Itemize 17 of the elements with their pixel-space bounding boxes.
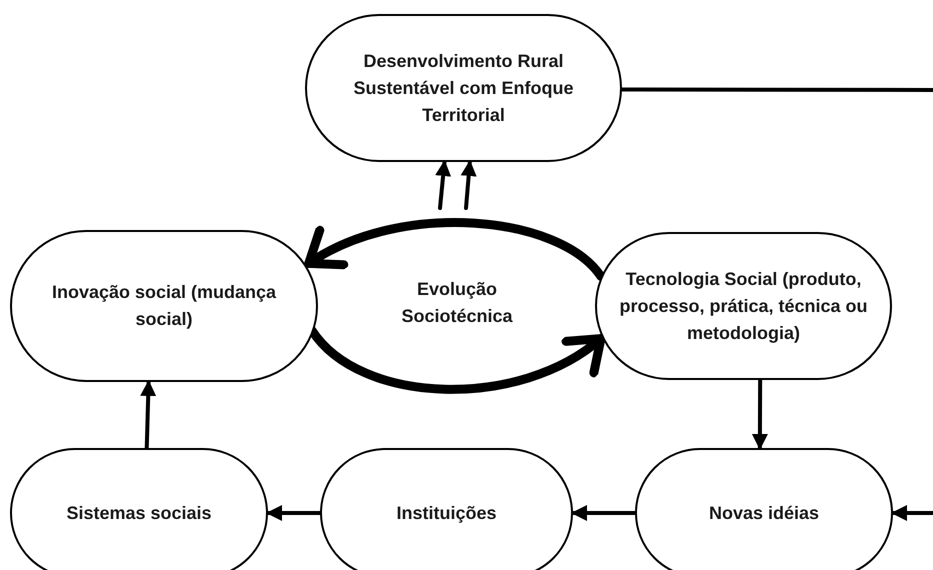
node-label: Novas idéias	[708, 502, 820, 524]
arrow	[140, 380, 156, 450]
rounded-box	[10, 230, 318, 382]
arrow	[752, 378, 768, 450]
arrow	[435, 160, 452, 210]
node-label: Instituições	[396, 502, 497, 525]
rounded-box	[595, 232, 892, 380]
node-label: Sistemas sociais	[66, 502, 212, 524]
node-label: Tecnologia Social (produto, processo, prática, técnica ou metodologia)	[618, 268, 869, 345]
arrow	[571, 505, 637, 521]
arrow	[891, 505, 933, 521]
connector-line	[620, 87, 933, 92]
node-label: Desenvolvimento Rural Sustentável com Enfoque Territorial	[352, 50, 575, 126]
arrow	[266, 505, 322, 521]
arrow	[460, 160, 477, 210]
node-label: Inovação social (mudança social)	[50, 281, 278, 331]
arrow	[304, 218, 606, 281]
